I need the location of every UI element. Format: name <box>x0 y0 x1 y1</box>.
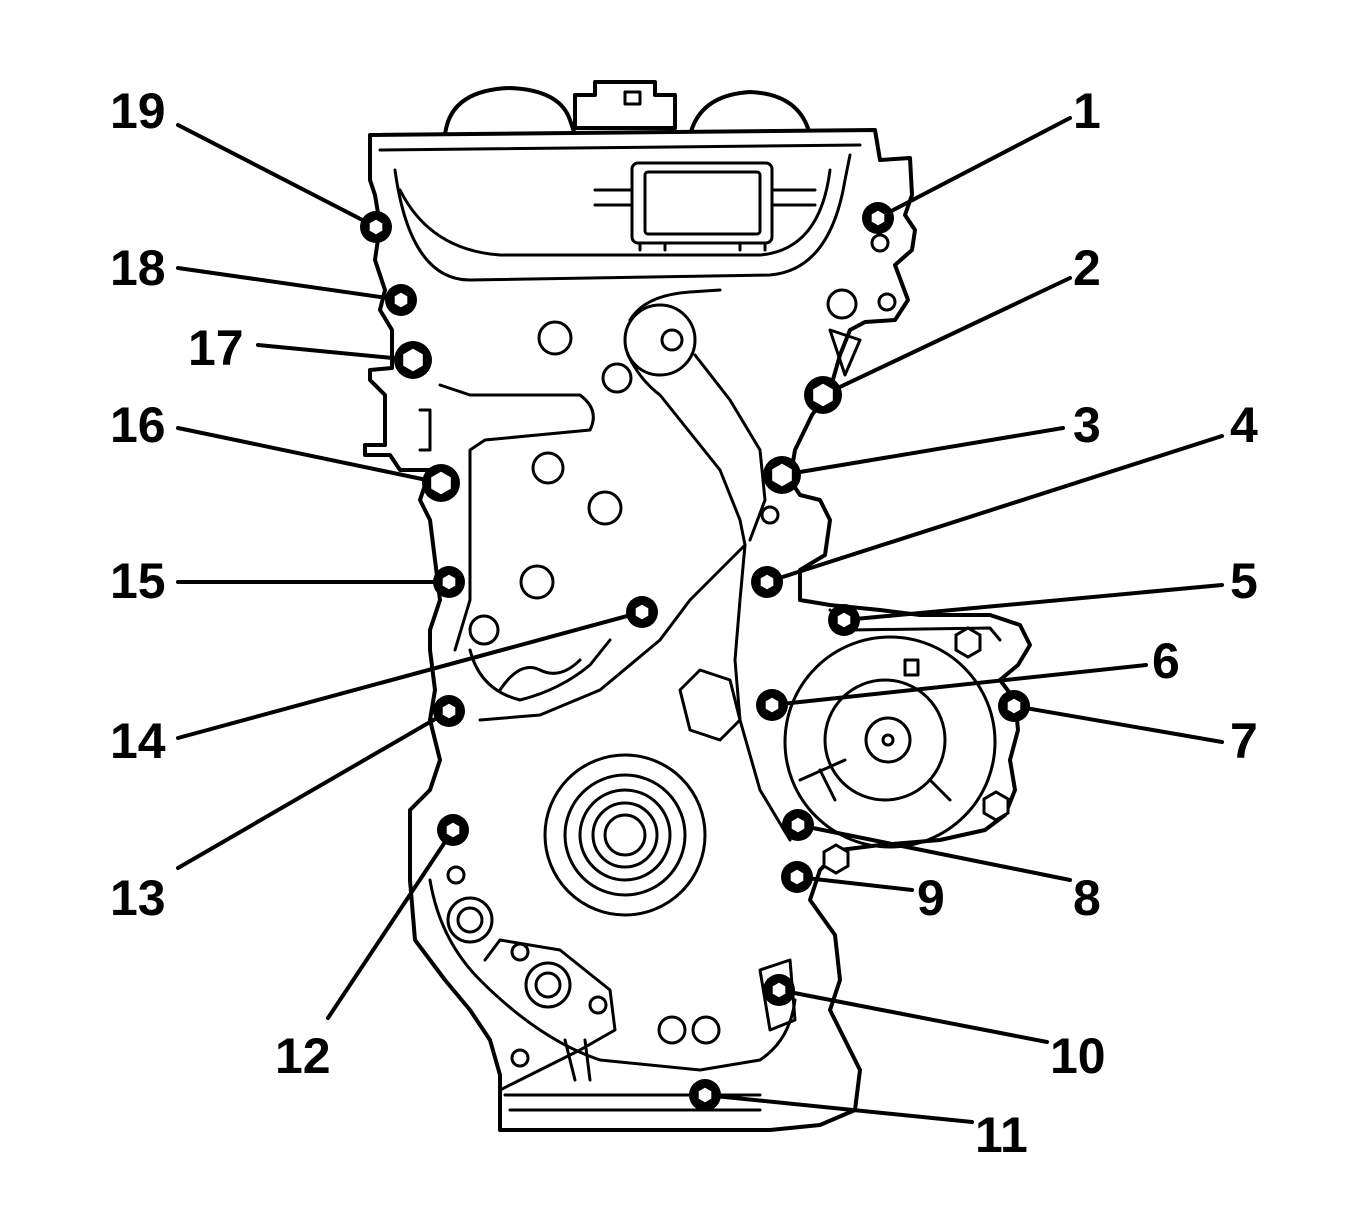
bolt-15 <box>433 566 465 598</box>
callout-label-9: 9 <box>917 870 945 926</box>
callout-label-16: 16 <box>110 397 166 453</box>
cover-internal-details <box>378 143 1010 1112</box>
callout-label-1: 1 <box>1073 83 1101 139</box>
callout-label-12: 12 <box>275 1028 331 1084</box>
leader-line-8 <box>796 823 1072 882</box>
bolt-11 <box>689 1079 721 1111</box>
leader-line-6 <box>770 663 1148 707</box>
bolt-12 <box>437 814 469 846</box>
leader-line-4 <box>765 434 1224 584</box>
callout-label-14: 14 <box>110 713 166 769</box>
callout-label-13: 13 <box>110 870 166 926</box>
callout-label-2: 2 <box>1073 240 1101 296</box>
callout-label-6: 6 <box>1152 633 1180 689</box>
leader-line-13 <box>176 709 451 870</box>
bolt-18 <box>385 284 417 316</box>
bolt-19 <box>360 211 392 243</box>
leader-line-19 <box>176 123 378 229</box>
bolt-10 <box>763 974 795 1006</box>
callout-label-15: 15 <box>110 553 166 609</box>
bolt-9 <box>781 861 813 893</box>
leader-line-18 <box>176 266 403 302</box>
bolt-16 <box>422 464 460 502</box>
bolt-3 <box>763 456 801 494</box>
camshaft-pulley-covers <box>443 80 812 137</box>
bolt-17 <box>394 341 432 379</box>
leader-lines <box>176 116 1224 1124</box>
bolt-5 <box>828 604 860 636</box>
leader-line-12 <box>326 828 455 1020</box>
bolt-8 <box>782 809 814 841</box>
callout-label-4: 4 <box>1230 397 1258 453</box>
leader-line-9 <box>795 875 914 892</box>
leader-line-7 <box>1012 704 1224 744</box>
bolt-6 <box>756 689 788 721</box>
leader-line-16 <box>176 426 443 485</box>
callout-label-18: 18 <box>110 240 166 296</box>
bolt-14 <box>626 596 658 628</box>
leader-line-10 <box>777 988 1049 1044</box>
bolt-1 <box>862 202 894 234</box>
callout-label-11: 11 <box>975 1107 1028 1163</box>
callout-label-7: 7 <box>1230 713 1258 769</box>
bolt-4 <box>751 566 783 598</box>
leader-line-1 <box>876 116 1072 220</box>
bolt-7 <box>998 690 1030 722</box>
leader-line-2 <box>821 276 1072 397</box>
leader-line-5 <box>842 583 1224 622</box>
callout-label-10: 10 <box>1050 1028 1106 1084</box>
leader-line-14 <box>176 610 644 740</box>
callout-label-5: 5 <box>1230 553 1258 609</box>
callout-label-19: 19 <box>110 83 166 139</box>
bolts <box>360 202 1030 1111</box>
callout-label-8: 8 <box>1073 870 1101 926</box>
bolt-2 <box>804 376 842 414</box>
callout-label-3: 3 <box>1073 397 1101 453</box>
leader-line-11 <box>703 1093 974 1124</box>
callout-labels: 1 2 3 4 5 6 7 8 9 10 11 12 13 14 15 16 1… <box>110 83 1258 1163</box>
bolt-13 <box>433 695 465 727</box>
leader-line-3 <box>780 426 1065 477</box>
leader-line-17 <box>256 343 415 362</box>
callout-label-17: 17 <box>188 320 244 376</box>
